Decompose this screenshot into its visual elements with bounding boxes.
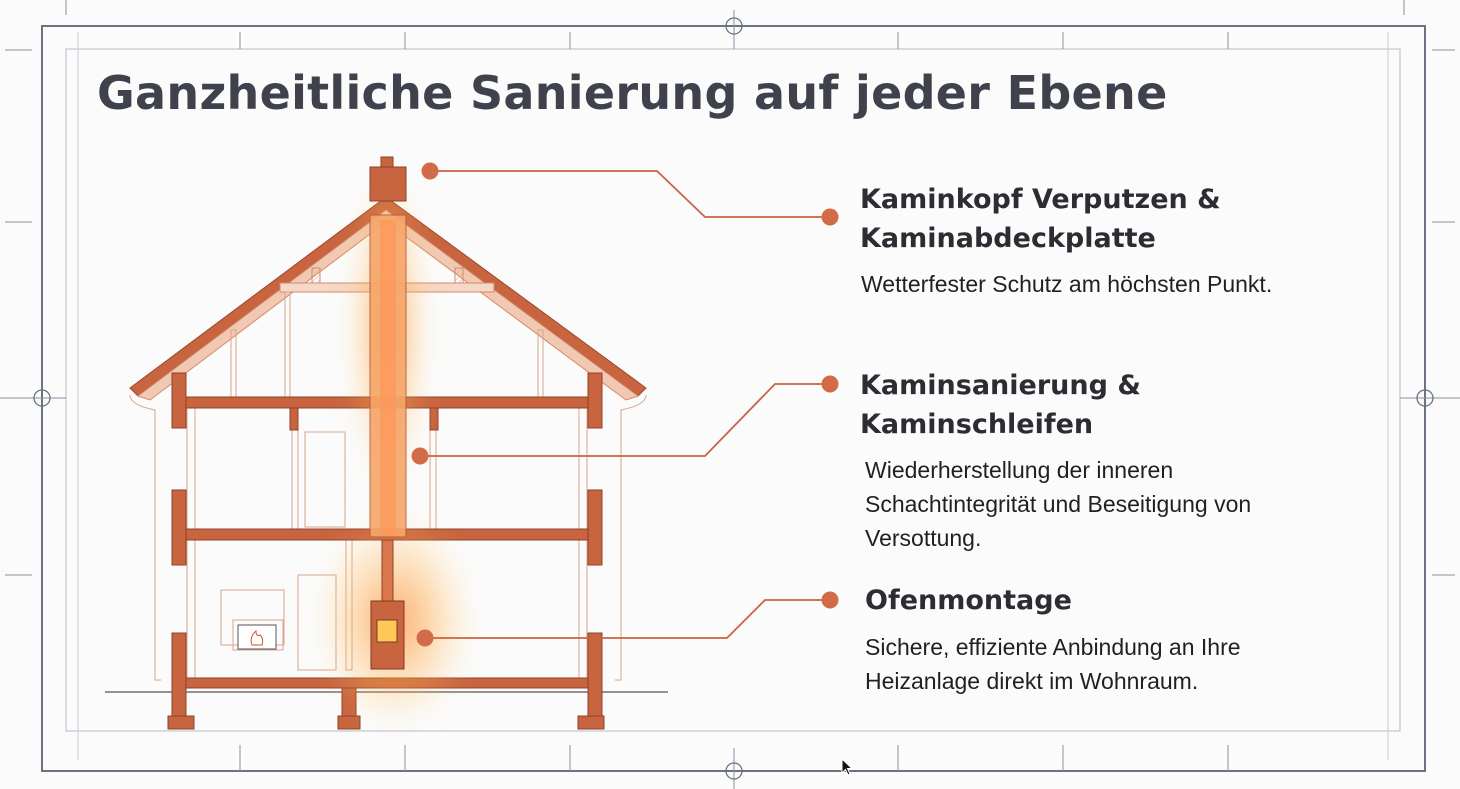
callout-heading-stove: Ofenmontage [865,581,1072,620]
heading-line: Kaminkopf Verputzen & [860,184,1221,215]
stove-icon [370,600,405,670]
callout-heading-chimney-head: Kaminkopf Verputzen & Kaminabdeckplatte [860,180,1221,258]
description-line: Sichere, effiziente Anbindung an Ihre [865,634,1241,660]
crosshair-icon [33,17,1434,780]
callout-dots [411,162,839,647]
callout-description-chimney-head: Wetterfester Schutz am höchsten Punkt. [861,271,1273,297]
heading-line: Kaminabdeckplatte [860,223,1156,254]
callout-leaders [420,170,830,639]
callout-description-stove: Sichere, effiziente Anbindung an Ihre He… [865,630,1241,698]
callout-description-chimney-renovation: Wiederherstellung der inneren Schachtint… [865,453,1251,555]
heading-line: Ofenmontage [865,585,1072,616]
callout-heading-chimney-renovation: Kaminsanierung & Kaminschleifen [860,366,1141,444]
heading-line: Kaminsanierung & [860,370,1141,401]
description-line: Heizanlage direkt im Wohnraum. [865,668,1199,694]
heading-line: Kaminschleifen [860,409,1094,440]
chimney [369,156,407,603]
mouse-cursor-icon [841,758,854,776]
fireplace-icon [237,624,277,650]
house-cross-section-illustration [105,156,668,730]
description-line: Schachtintegrität und Beseitigung von [865,491,1252,517]
description-line: Wiederherstellung der inneren [865,457,1174,483]
page-title: Ganzheitliche Sanierung auf jeder Ebene [97,66,1168,120]
description-line: Versottung. [865,525,982,551]
